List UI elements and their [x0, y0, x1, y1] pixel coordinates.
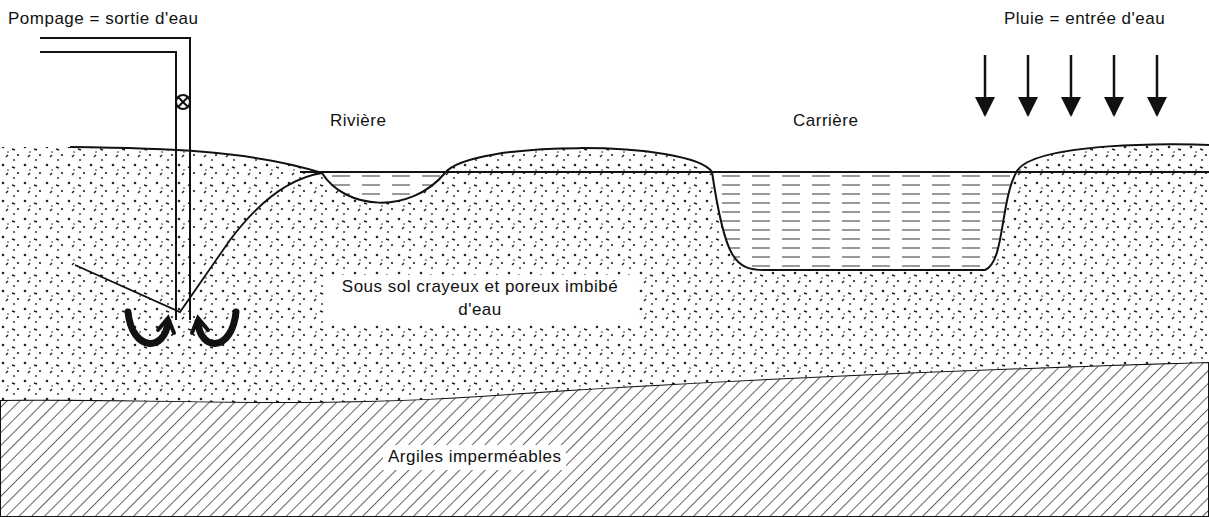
pump-well — [40, 38, 190, 320]
clay-label: Argiles imperméables — [383, 445, 566, 470]
river-label: Rivière — [330, 110, 386, 133]
rain-arrows — [985, 55, 1157, 115]
pump-label: Pompage = sortie d'eau — [8, 8, 199, 31]
river-water — [322, 173, 445, 203]
aquifer-label: Sous sol crayeux et poreux imbibé d'eau — [325, 275, 635, 323]
rain-label: Pluie = entrée d'eau — [1004, 8, 1165, 31]
inflow-arrows — [128, 312, 236, 343]
chalk-layer — [0, 144, 1209, 402]
water-table — [300, 171, 1209, 173]
depression-cone — [75, 173, 322, 312]
quarry-label: Carrière — [793, 110, 858, 133]
ground-surface — [70, 144, 1209, 270]
quarry-water — [712, 171, 1017, 270]
